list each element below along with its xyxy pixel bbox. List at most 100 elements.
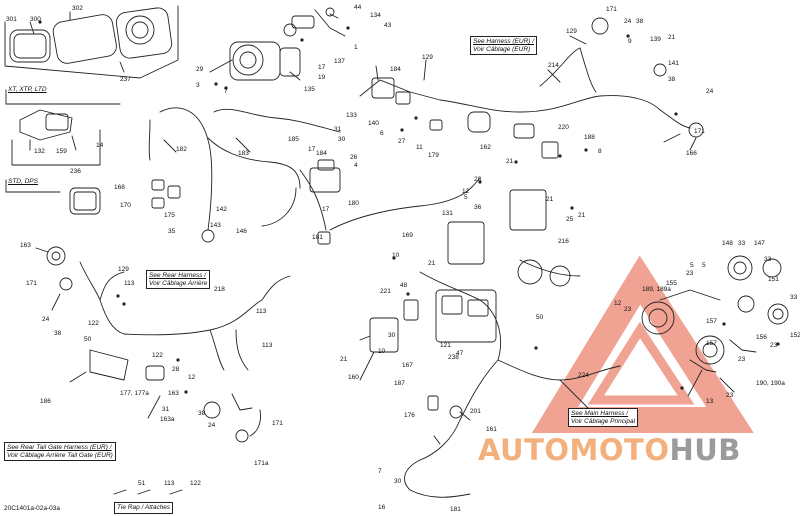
callout-number: 236: [70, 168, 81, 175]
callout-number: 50: [536, 314, 544, 321]
callout-number: 300: [30, 16, 41, 23]
note-rear-tail-gate-line1: See Rear Tail Gate Harness (EUR) /: [7, 444, 112, 451]
callout-number: 166: [686, 150, 697, 157]
callout-number: 38: [636, 18, 644, 25]
callout-number: 48: [400, 282, 408, 289]
callout-number: 113: [262, 342, 273, 349]
callout-number: 129: [422, 54, 433, 61]
callout-number: 28: [474, 176, 482, 183]
callout-number: 21: [668, 34, 676, 41]
diagram-code: 20C1401a-02a-03a: [4, 505, 61, 512]
callout-number: 175: [164, 212, 175, 219]
callout-number: 163: [20, 242, 31, 249]
callout-number: 168: [114, 184, 125, 191]
brand-watermark: AUTOMOTOHUB: [478, 432, 790, 468]
callout-number: 4: [354, 162, 358, 169]
callout-number: 30: [394, 478, 402, 485]
callout-number: 179: [428, 152, 439, 159]
callout-number: 44: [354, 4, 362, 11]
callout-number: 23: [726, 392, 734, 399]
callout-number: 167: [402, 362, 413, 369]
callout-number: 186: [40, 398, 51, 405]
note-main-harness: See Main Harness / Voir Câblage Principa…: [568, 408, 639, 427]
note-rear-harness: See Rear Harness / Voir Câblage Arrière: [146, 270, 211, 289]
callout-number: 28: [172, 366, 180, 373]
callout-number: 24: [706, 88, 714, 95]
callout-number: 24: [624, 18, 632, 25]
callout-number: 17: [322, 206, 330, 213]
callout-number: 21: [340, 356, 348, 363]
callout-number: 35: [168, 228, 176, 235]
callout-number: 221: [380, 288, 391, 295]
callout-number: 24: [208, 422, 216, 429]
callout-number: 17: [318, 64, 326, 71]
callout-number: 129: [566, 28, 577, 35]
callout-number: 218: [214, 286, 225, 293]
callout-number: 171: [272, 420, 283, 427]
callout-number: 50: [84, 336, 92, 343]
callout-number: 152: [790, 332, 800, 339]
callout-number: 147: [754, 240, 765, 247]
callout-number: 155: [666, 280, 677, 287]
note-std-dps: STD, DPS: [8, 178, 38, 185]
callout-number: 140: [368, 120, 379, 127]
callout-number: 171: [694, 128, 705, 135]
callout-number: 171: [26, 280, 37, 287]
callout-number: 134: [370, 12, 381, 19]
callout-number: 24: [42, 316, 50, 323]
callout-number: 3: [196, 82, 200, 89]
note-harness-eur-line2: Voir Câblage (EUR): [473, 45, 531, 53]
callout-number: 201: [470, 408, 481, 415]
brand-logo-inner: [587, 321, 695, 405]
callout-number: 122: [88, 320, 99, 327]
callout-number: 159: [56, 148, 67, 155]
callout-number: 176: [404, 412, 415, 419]
callout-number: 163: [168, 390, 179, 397]
callout-number: 7: [224, 88, 228, 95]
callout-number: 8: [598, 148, 602, 155]
callout-number: 139: [650, 36, 661, 43]
callout-number: 162: [480, 144, 491, 151]
callout-number: 156: [756, 334, 767, 341]
callout-number: 133: [346, 112, 357, 119]
callout-number: 27: [398, 138, 406, 145]
callout-number: 38: [668, 76, 676, 83]
note-rear-harness-line2: Voir Câblage Arrière: [149, 279, 208, 287]
callout-number: 183: [238, 150, 249, 157]
callout-number: 25: [566, 216, 574, 223]
callout-number: 177, 177a: [120, 390, 149, 397]
callout-number: 121: [440, 342, 451, 349]
callout-number: 12: [188, 374, 196, 381]
fastener-markers: [38, 20, 780, 394]
callout-number: 9: [628, 38, 632, 45]
callout-number: 5: [464, 194, 468, 201]
callout-number: 23: [738, 356, 746, 363]
callout-number: 122: [152, 352, 163, 359]
note-harness-eur-line1: See Harness (EUR) /: [473, 38, 535, 45]
brand-logo-mark: [531, 255, 754, 433]
note-rear-tail-gate-line2: Voir Câblage Arrière Tail Gate (EUR): [7, 451, 113, 459]
note-tie-rap: Tie Rap / Attaches: [114, 502, 174, 514]
note-rear-tail-gate: See Rear Tail Gate Harness (EUR) / Voir …: [4, 442, 116, 461]
callout-number: 11: [416, 144, 423, 151]
callout-number: 13: [706, 398, 714, 405]
callout-number: 216: [558, 238, 569, 245]
line-art: [4, 5, 789, 498]
note-xt-ltd: XT, XTP, LTD: [8, 86, 47, 93]
callout-number: 10: [392, 252, 400, 259]
callout-number: 113: [256, 308, 267, 315]
callout-number: 21: [506, 158, 514, 165]
callout-number: 21: [546, 196, 554, 203]
callout-number: 181: [450, 506, 461, 513]
callout-number: 23: [770, 342, 778, 349]
callout-number: 6: [380, 130, 384, 137]
callout-number: 38: [54, 330, 62, 337]
callout-number: 129: [118, 266, 129, 273]
callout-number: 160: [348, 374, 359, 381]
callout-number: 1: [354, 44, 358, 51]
callout-number: 151: [768, 276, 779, 283]
callout-number: 33: [764, 256, 772, 263]
callout-number: 132: [34, 148, 45, 155]
callout-number: 181: [312, 234, 323, 241]
